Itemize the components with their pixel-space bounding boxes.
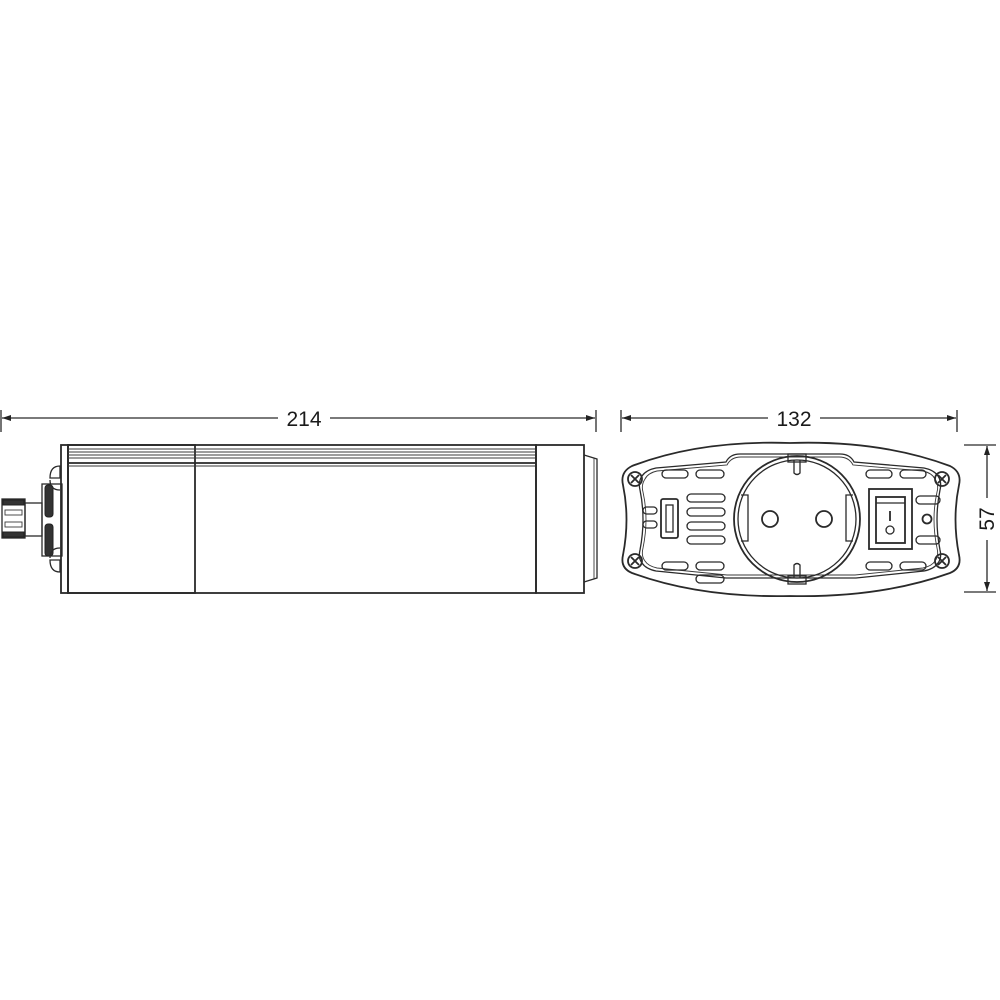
vent-slots-right [865, 469, 941, 571]
screw-top-right-icon [934, 471, 950, 487]
screw-bottom-left-icon [627, 553, 643, 569]
usb-port [660, 498, 679, 539]
length-dimension-label: 214 [286, 408, 321, 431]
width-dimension-label: 132 [776, 408, 811, 431]
screw-top-left-icon [627, 471, 643, 487]
housing-body [60, 444, 537, 594]
front-view: 132 57 [620, 408, 999, 598]
inner-panel [638, 453, 942, 579]
width-dimension: 132 [620, 408, 958, 432]
height-dimension-label: 57 [976, 507, 999, 530]
length-dimension: 214 [0, 408, 597, 432]
dc-input-connector [1, 465, 63, 573]
end-cap [535, 444, 598, 594]
ac-socket [733, 453, 861, 585]
screw-bottom-right-icon [934, 553, 950, 569]
height-dimension: 57 [964, 444, 999, 593]
cooling-fins [68, 448, 536, 467]
vent-slots-left [642, 469, 726, 584]
switch-off-symbol [885, 525, 895, 535]
power-switch [868, 488, 913, 550]
outer-shell [621, 441, 961, 598]
side-view: 214 [0, 408, 598, 594]
led-indicator-icon [921, 513, 933, 525]
